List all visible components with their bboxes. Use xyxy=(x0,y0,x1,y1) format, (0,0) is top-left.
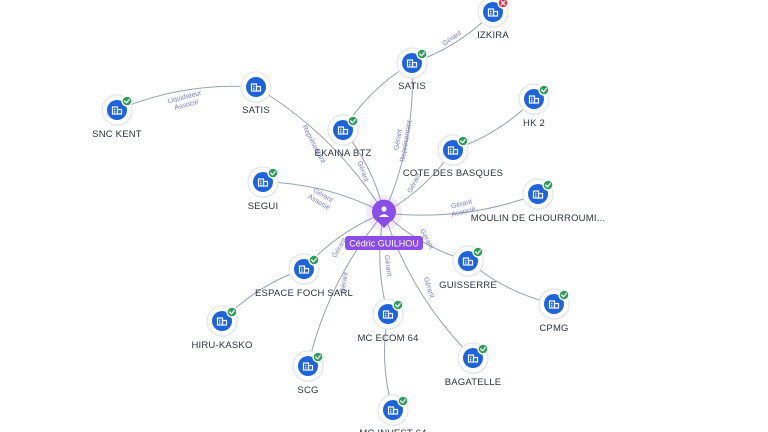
company-label-scg: SCG xyxy=(297,385,318,396)
company-label-guisserre: GUISSERRE xyxy=(439,280,497,291)
check-badge-icon xyxy=(267,167,279,179)
person-node[interactable]: Cédric GUILHOU xyxy=(345,195,423,250)
edge-labels-layer: GérantReprésentantGérantReprésentantLiqu… xyxy=(167,30,476,299)
edge-label-person-ekaina: Gérant xyxy=(355,160,369,183)
check-badge-icon xyxy=(416,48,428,60)
building-icon xyxy=(467,354,479,363)
check-badge-icon xyxy=(542,179,554,191)
company-node-guisserre[interactable]: GUISSERRE xyxy=(439,245,497,291)
building-icon xyxy=(387,406,399,415)
company-node-ekaina[interactable]: EKAINA BTZ xyxy=(315,114,372,159)
person-label-background xyxy=(345,236,423,250)
company-node-moulin[interactable]: MOULIN DE CHOURROUMI... xyxy=(471,178,605,224)
building-icon xyxy=(406,59,418,68)
building-icon xyxy=(462,257,474,266)
edge-person-bagatelle xyxy=(383,212,474,359)
check-badge-icon xyxy=(312,351,324,363)
company-label-mcinvest: MC INVEST 64 xyxy=(359,428,426,432)
person-name: Cédric GUILHOU xyxy=(349,239,419,249)
company-node-espace[interactable]: ESPACE FOCH SARL xyxy=(255,253,353,299)
edge-person-scg xyxy=(307,212,385,367)
edge-label-person-mcecom: Gérant xyxy=(383,255,393,277)
person-pin-head xyxy=(373,201,395,223)
building-icon xyxy=(548,300,560,309)
building-icon xyxy=(532,190,544,199)
close-badge-icon xyxy=(497,0,509,9)
company-node-snc_kent[interactable]: SNC KENT xyxy=(92,94,142,140)
building-icon xyxy=(302,362,314,371)
building-icon xyxy=(111,106,123,115)
check-badge-icon xyxy=(457,135,469,147)
edge-label-satis_top-izkira: Gérant xyxy=(441,30,463,48)
company-node-bagatelle[interactable]: BAGATELLE xyxy=(445,342,502,388)
check-badge-icon xyxy=(558,289,570,301)
building-icon xyxy=(257,178,269,187)
company-label-hk2: HK 2 xyxy=(523,118,545,129)
check-badge-icon xyxy=(477,343,489,355)
company-label-espace: ESPACE FOCH SARL xyxy=(255,288,353,299)
company-label-bagatelle: BAGATELLE xyxy=(445,377,502,388)
company-label-satis_top: SATIS xyxy=(398,81,426,92)
edge-label-person-scg: Gérant xyxy=(339,272,350,294)
check-badge-icon xyxy=(538,84,550,96)
company-label-izkira: IZKIRA xyxy=(477,30,509,41)
company-node-satis_left[interactable]: SATIS xyxy=(240,71,272,116)
edge-label-satis_left-snc_kent: LiquidateurAssocié xyxy=(167,90,205,113)
edge-person-satis_top xyxy=(383,62,413,214)
company-label-snc_kent: SNC KENT xyxy=(92,129,142,140)
company-label-cpmg: CPMG xyxy=(539,323,568,334)
company-node-mcecom[interactable]: MC ECOM 64 xyxy=(357,298,418,344)
company-label-segui: SEGUI xyxy=(248,201,279,212)
building-icon xyxy=(528,95,540,104)
building-icon xyxy=(337,126,349,135)
edge-person-satis_left xyxy=(255,86,385,214)
building-icon xyxy=(447,146,459,155)
edge-label-person-segui: GérantAssocié xyxy=(306,187,335,212)
building-icon xyxy=(216,317,228,326)
company-label-satis_left: SATIS xyxy=(242,105,270,116)
edge-label-person-bagatelle: Gérant xyxy=(422,276,435,299)
user-icon xyxy=(378,206,390,217)
building-icon xyxy=(250,83,262,92)
check-badge-icon xyxy=(308,254,320,266)
building-icon xyxy=(487,8,499,17)
company-node-hiru[interactable]: HIRU-KASKO xyxy=(191,305,252,351)
company-node-satis_top[interactable]: SATIS xyxy=(396,47,428,92)
check-badge-icon xyxy=(226,306,238,318)
company-node-segui[interactable]: SEGUI xyxy=(247,166,279,212)
check-badge-icon xyxy=(472,246,484,258)
company-node-izkira[interactable]: IZKIRA xyxy=(477,0,509,41)
edge-satis_left-snc_kent xyxy=(116,85,257,111)
company-node-hk2[interactable]: HK 2 xyxy=(518,83,550,129)
edge-label-person-satis_top: GérantReprésentant xyxy=(391,118,413,162)
company-label-hiru: HIRU-KASKO xyxy=(191,340,252,351)
company-node-cpmg[interactable]: CPMG xyxy=(538,288,570,334)
company-label-cote: COTE DES BASQUES xyxy=(403,168,503,179)
company-node-mcinvest[interactable]: MC INVEST 64 xyxy=(359,394,426,432)
company-node-scg[interactable]: SCG xyxy=(292,350,324,396)
building-icon xyxy=(298,265,310,274)
check-badge-icon xyxy=(392,299,404,311)
nodes-layer: IZKIRA SATIS SATIS SNC KENT HK 2 EKAINA BTZ CO… xyxy=(92,0,605,432)
check-badge-icon xyxy=(121,95,133,107)
check-badge-icon xyxy=(397,395,409,407)
building-icon xyxy=(382,310,394,319)
edge-person-moulin xyxy=(383,193,539,216)
company-node-cote[interactable]: COTE DES BASQUES xyxy=(403,134,503,179)
check-badge-icon xyxy=(347,115,359,127)
company-label-mcecom: MC ECOM 64 xyxy=(357,333,418,344)
company-label-ekaina: EKAINA BTZ xyxy=(315,148,372,159)
company-label-moulin: MOULIN DE CHOURROUMI... xyxy=(471,213,605,224)
